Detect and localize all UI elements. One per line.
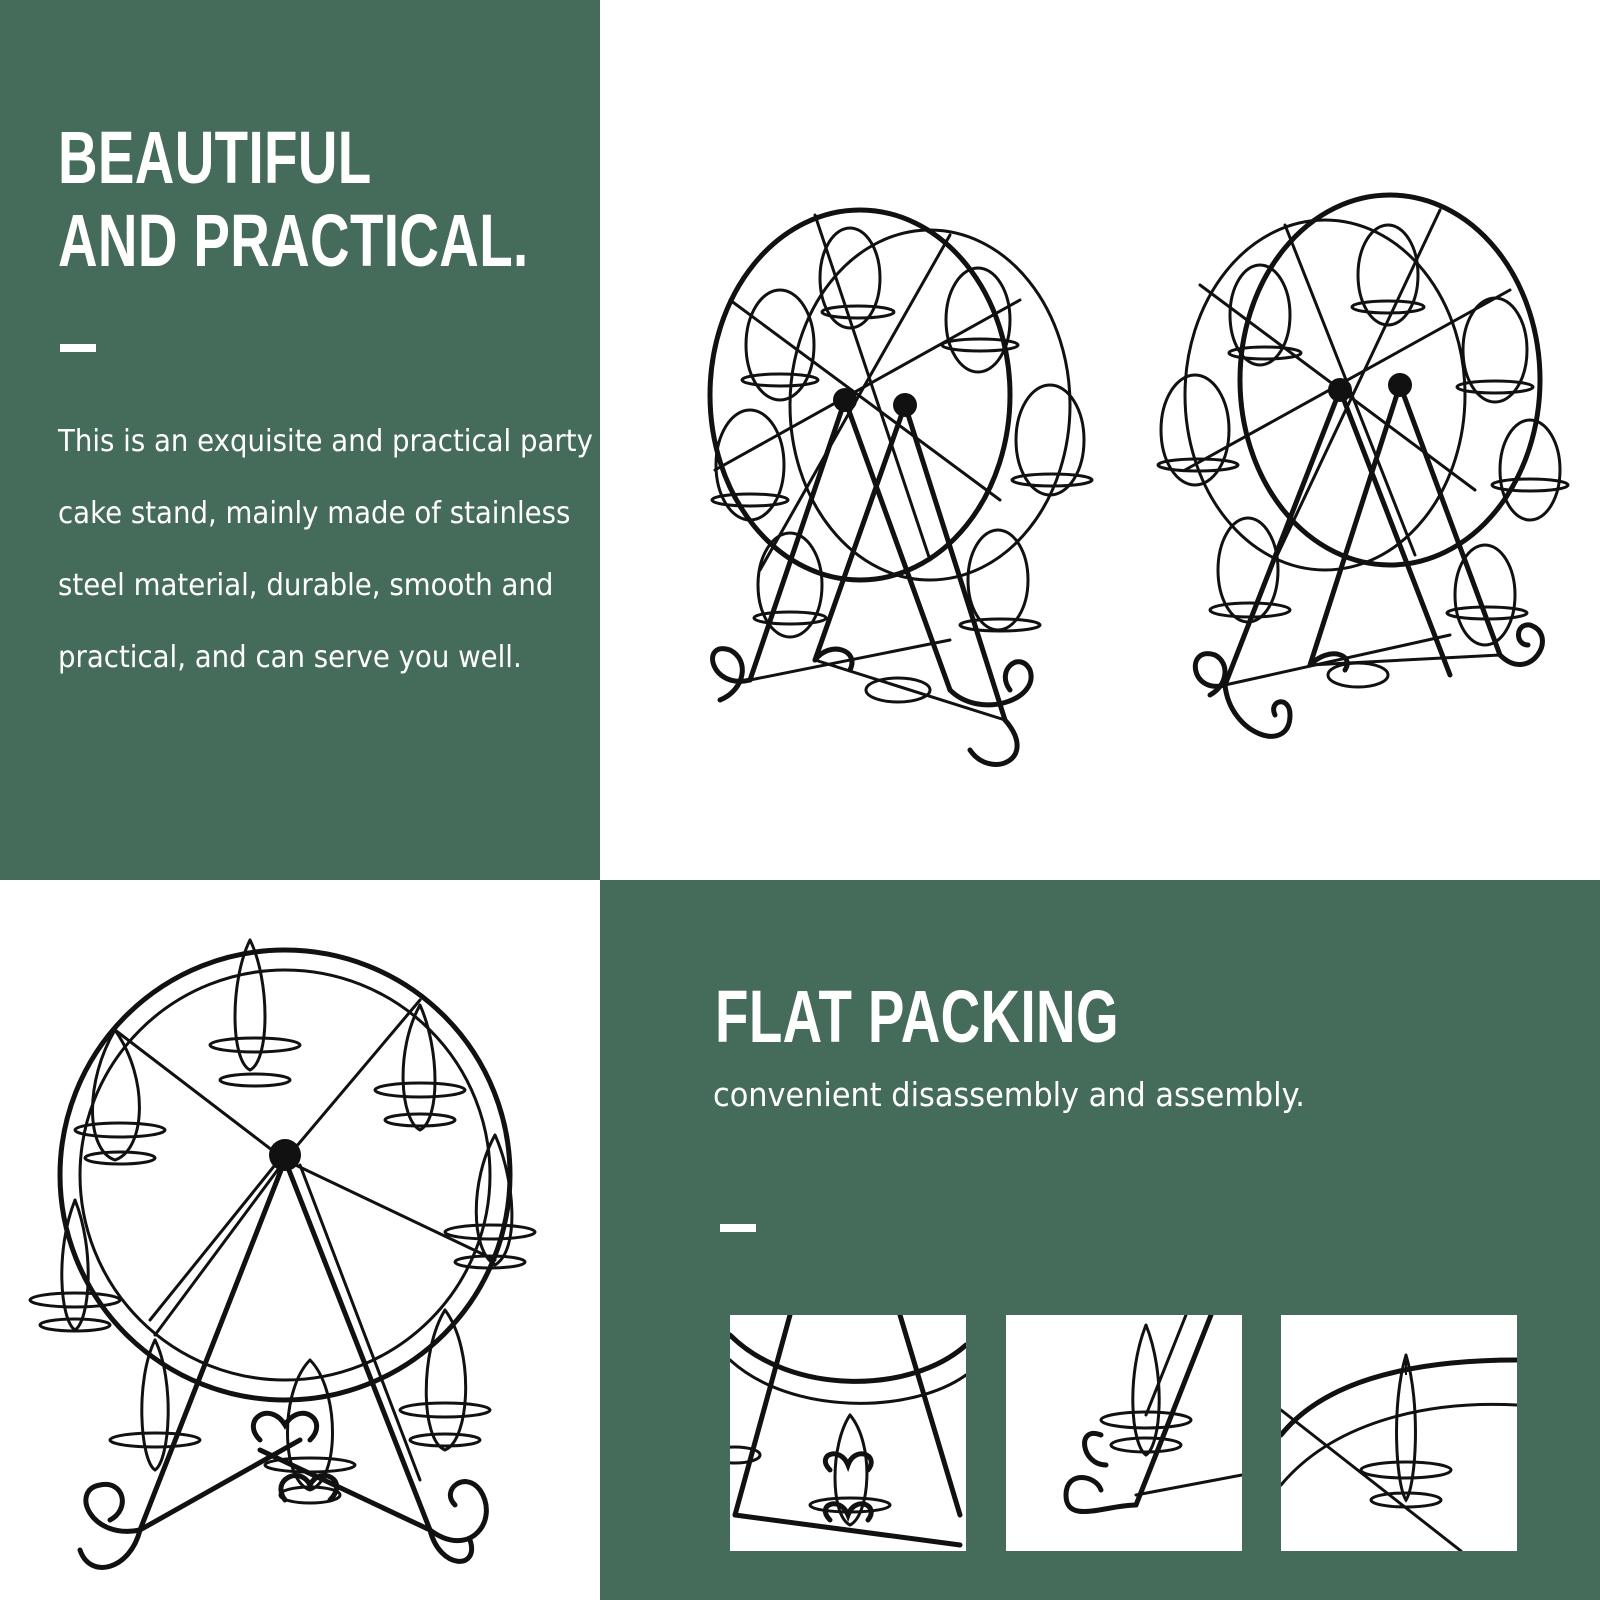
- bottom-right-green-panel: FLAT PACKING convenient disassembly and …: [600, 880, 1600, 1600]
- heading-beautiful-line2: AND PRACTICAL.: [58, 199, 529, 282]
- flat-packing-subtext: convenient disassembly and assembly.: [713, 1075, 1305, 1114]
- top-left-green-panel: BEAUTIFUL AND PRACTICAL. This is an exqu…: [0, 0, 600, 880]
- stand-right: [1156, 192, 1570, 739]
- stand-left: [707, 207, 1094, 767]
- detail-photo-rim: [1281, 1315, 1517, 1551]
- detail-photo-cup: [1006, 1315, 1242, 1551]
- detail-photo-base: [730, 1315, 966, 1551]
- detail-cup-illustration: [1063, 1315, 1242, 1514]
- product-photo-two-views: [600, 0, 1600, 880]
- heading-beautiful-line1: BEAUTIFUL: [58, 116, 372, 199]
- product-photo-front-view: [0, 880, 600, 1600]
- ferris-wheel-stand-pair-illustration: [707, 192, 1570, 767]
- detail-base-illustration: [730, 1315, 966, 1548]
- detail-rim-illustration: [1281, 1353, 1517, 1551]
- heading-flat-packing: FLAT PACKING: [715, 975, 1119, 1058]
- description-text: This is an exquisite and practical party…: [58, 424, 593, 675]
- divider-dash-2: [720, 1224, 756, 1232]
- divider-dash: [60, 344, 96, 352]
- ferris-wheel-stand-front-illustration: [28, 938, 537, 1570]
